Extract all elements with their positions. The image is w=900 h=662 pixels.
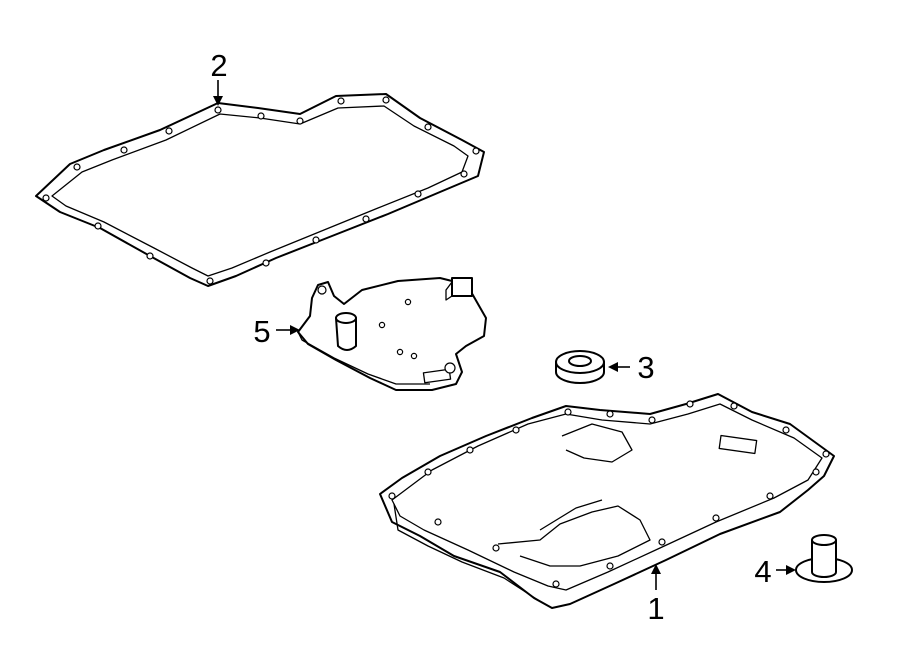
pan [379,393,835,609]
gasket [35,93,485,287]
filter [297,277,487,391]
callout-plug: 4 [754,554,771,589]
leaders [213,80,796,590]
seal [555,350,605,384]
callout-gasket: 2 [210,48,227,83]
drain-plug [795,534,853,583]
callout-pan: 1 [647,591,664,626]
callout-filter: 5 [253,314,270,349]
gasket-bolt-holes [42,96,480,285]
pan-bolt-holes [388,400,830,588]
callout-seal: 3 [637,350,654,385]
